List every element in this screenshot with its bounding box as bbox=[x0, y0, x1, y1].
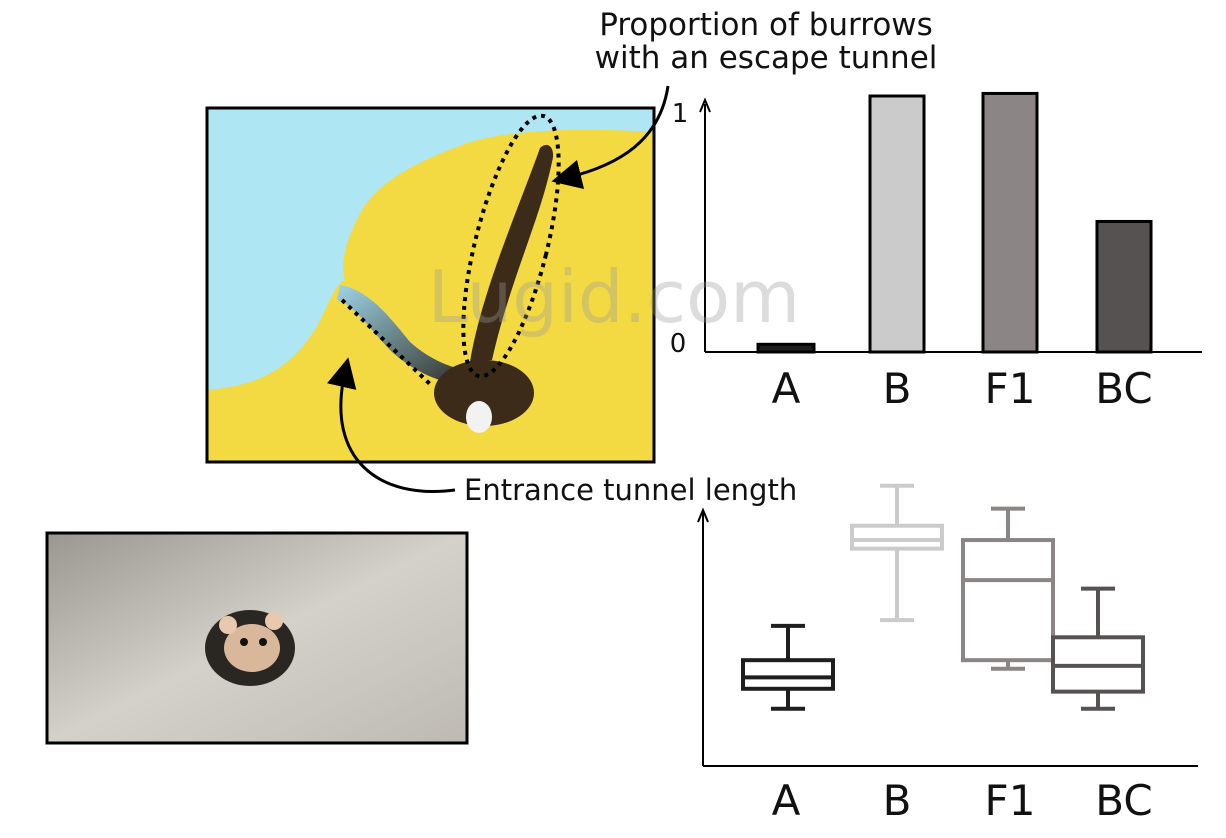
box-body bbox=[961, 538, 1055, 663]
ytick-label-0: 0 bbox=[670, 329, 687, 359]
bar-B bbox=[868, 94, 926, 354]
nest-chamber bbox=[434, 360, 534, 426]
bar-chart-title-line-2: with an escape tunnel bbox=[595, 40, 938, 76]
bar-BC bbox=[1095, 219, 1153, 354]
bar-category-label-BC: BC bbox=[1095, 364, 1152, 413]
bar-A bbox=[756, 342, 816, 354]
bar-category-label-A: A bbox=[772, 364, 801, 413]
box-body bbox=[741, 658, 835, 691]
box-category-label-F1: F1 bbox=[985, 776, 1036, 825]
box-plot: A B F1 BC bbox=[697, 483, 1198, 825]
box-body bbox=[850, 523, 944, 551]
watermark: Lugid.com bbox=[428, 255, 801, 339]
mouse-face bbox=[224, 624, 280, 672]
escape-arrow bbox=[551, 85, 670, 190]
entrance-arrow bbox=[327, 357, 456, 493]
box-BC bbox=[1051, 586, 1145, 711]
bar-category-label-B: B bbox=[883, 364, 912, 413]
box-category-label-BC: BC bbox=[1095, 776, 1152, 825]
bar-chart-title-line-1: Proportion of burrows bbox=[599, 7, 933, 43]
box-F1 bbox=[961, 506, 1055, 671]
escape-tunnel-shape bbox=[470, 144, 554, 362]
ytick-label-1: 1 bbox=[672, 99, 689, 129]
bar-category-label-F1: F1 bbox=[985, 364, 1036, 413]
box-B bbox=[850, 483, 944, 623]
entrance-tunnel-annotation: Entrance tunnel length bbox=[464, 473, 797, 507]
diagram-sand bbox=[207, 129, 654, 463]
bar-chart: 1 0 A B F1 BC bbox=[670, 91, 1202, 413]
diagram-frame bbox=[205, 106, 656, 464]
escape-tunnel-outline bbox=[461, 113, 561, 379]
mouse-photo bbox=[45, 531, 469, 745]
entrance-tunnel-outline bbox=[340, 298, 434, 388]
bar-F1 bbox=[981, 91, 1039, 354]
box-A bbox=[741, 623, 835, 711]
box-category-label-A: A bbox=[772, 776, 801, 825]
entrance-tunnel-shape bbox=[337, 285, 472, 386]
mouse-in-nest bbox=[466, 401, 492, 433]
box-category-label-B: B bbox=[883, 776, 912, 825]
